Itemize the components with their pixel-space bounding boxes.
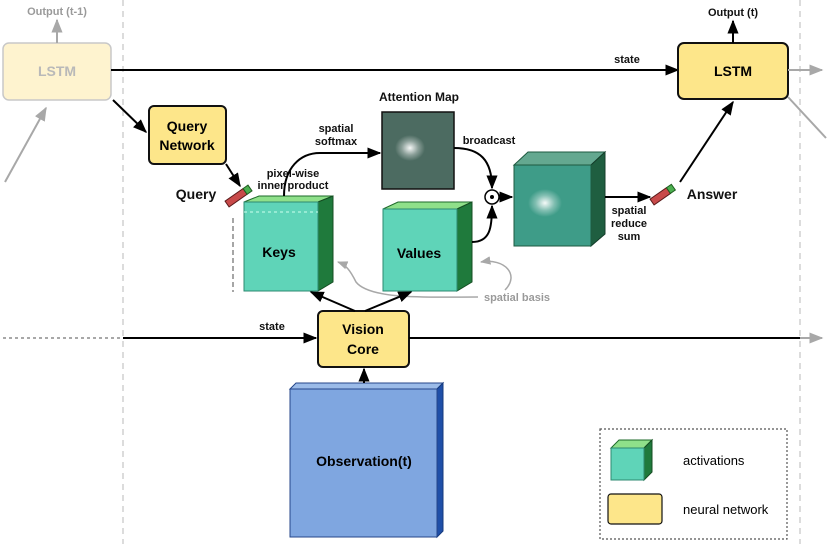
observation-label: Observation(t) [316,453,412,469]
spatial-softmax-label-line1: spatial [319,123,354,135]
lstm-to-query-arrow [112,99,148,133]
query-vector [224,184,253,208]
answer-vector [649,183,677,206]
circled-dot-icon [484,189,500,205]
spatial-basis-label: spatial basis [484,292,550,304]
spatial-softmax-label-line2: softmax [315,136,358,148]
broadcast-arrow [453,147,498,190]
legend-activations-label: activations [683,453,745,468]
output-label: Output (t) [708,7,758,19]
output-prev-label: Output (t-1) [27,6,87,18]
legend-activations-swatch [609,438,654,482]
legend: activations neural network [599,428,788,540]
inner-product-to-attention-arrow [283,147,382,197]
spatial-reduce-label-line1: spatial [612,205,647,217]
attention-map [381,111,455,190]
query-network-to-query-arrow [225,163,241,188]
spatial-reduce-label-line3: sum [618,231,641,243]
vision-to-keys-arrow [309,291,356,312]
vision-core-node: Vision Core [317,310,410,368]
state-top-label: state [614,54,640,66]
legend-neural-network-label: neural network [683,502,769,517]
lstm-next-input-line [787,96,827,139]
lstm-prev-input-arrow [4,106,47,183]
spatial-reduce-label-line2: reduce [611,218,647,230]
query-label: Query [176,186,217,202]
answer-to-lstm-arrow [679,100,734,183]
lstm-prev-node: LSTM [2,42,112,101]
vision-to-values-arrow [364,291,413,312]
lstm-label: LSTM [714,63,752,79]
attention-map-title: Attention Map [379,90,459,104]
observation-cube: Observation(t) [288,381,445,539]
state-bottom-label: state [259,321,285,333]
values-to-product-arrow [471,204,498,243]
values-label: Values [397,245,442,261]
keys-cube: Keys [243,195,334,292]
query-network-label-line1: Query [167,118,208,134]
spatial-basis-arrow-values [479,256,512,291]
pixelwise-label-line2: inner product [258,180,329,192]
attended-values-cube [512,150,607,248]
keys-label: Keys [262,244,296,260]
legend-neural-network-swatch [607,493,663,525]
broadcast-label: broadcast [463,135,516,147]
answer-label: Answer [687,186,738,202]
values-cube: Values [382,201,473,292]
lstm-prev-label: LSTM [38,63,76,79]
spatial-basis-arrow-keys [337,261,479,298]
pixelwise-label-line1: pixel-wise [267,168,320,180]
query-network-label-line2: Network [159,137,214,153]
lstm-node: LSTM [677,42,789,100]
vision-core-label-line2: Core [347,341,379,357]
query-network-node: Query Network [148,105,227,165]
vision-core-label-line1: Vision [342,321,384,337]
